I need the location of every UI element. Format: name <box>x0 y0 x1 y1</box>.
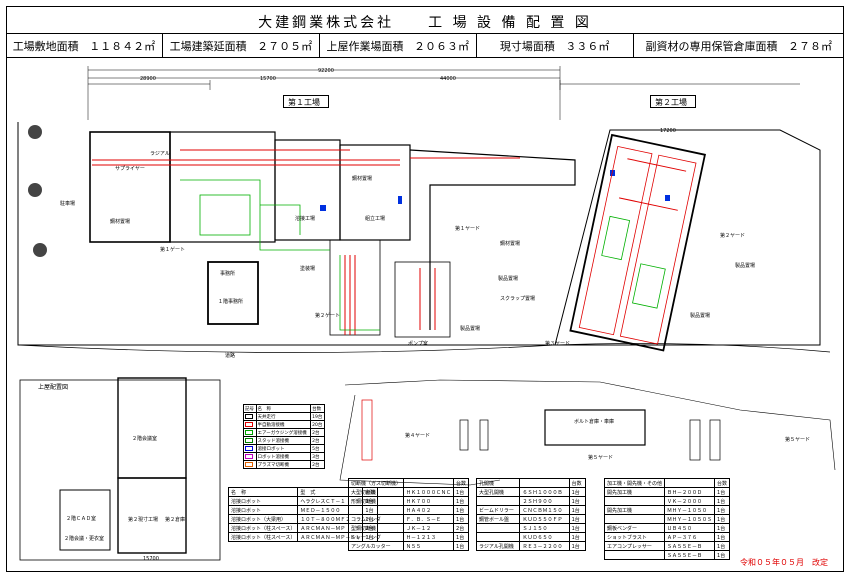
legend-swatch <box>245 445 253 451</box>
stat-fullsize-area: 現寸場面積 ３３６㎡ <box>477 34 634 57</box>
dim-d1: 28900 <box>140 76 156 82</box>
area-changing: ２階会議・更衣室 <box>64 536 105 542</box>
area-material1: 鋼材置場 <box>110 219 131 225</box>
drawing-frame <box>6 6 844 572</box>
area-material3: 鋼材置場 <box>500 241 521 247</box>
upper-floor-title: 上屋配置図 <box>38 384 69 391</box>
yard5-label: 第５ヤード <box>588 455 614 461</box>
area-product1: 製品置場 <box>498 276 519 282</box>
area-welding: 溶接工場 <box>295 216 316 222</box>
yard5b-label: 第５ヤード <box>785 437 811 443</box>
area-assembly: 組立工場 <box>365 216 386 222</box>
area-product4: 製品置場 <box>690 313 711 319</box>
area-supplier: サプライヤー <box>115 166 145 172</box>
area-paint: 塗装場 <box>300 266 316 272</box>
dim-d8: 15700 <box>143 556 159 562</box>
dim-d2: 15700 <box>260 76 276 82</box>
area-office2: １階事務所 <box>218 299 244 305</box>
area-bolt: ボルト倉庫・車庫 <box>574 419 615 425</box>
legend-swatch <box>245 413 253 419</box>
area-product2: 製品置場 <box>460 326 481 332</box>
area-office: 事務所 <box>220 271 236 277</box>
yard1-label: 第１ヤード <box>455 226 481 232</box>
area-product3: 製品置場 <box>735 263 756 269</box>
dim-d3: 44000 <box>440 76 456 82</box>
area-scrap: スクラップ置場 <box>500 296 536 302</box>
plant2-tag: 第２工場 <box>650 95 696 108</box>
stat-roofed-area: 上屋作業場面積 ２０６３㎡ <box>320 34 477 57</box>
area-parking: 駐車場 <box>60 201 76 207</box>
legend-header-symbol: 記号 <box>243 404 257 413</box>
gate2-label: 第２ゲート <box>315 313 341 319</box>
yard3-label: 第３ヤード <box>545 341 571 347</box>
area-pump: ポンプ室 <box>408 341 428 347</box>
plant1-tag: 第１工場 <box>283 95 329 108</box>
legend-header-name: 名 称 <box>255 404 312 413</box>
title-row: 大建鋼業株式会社 工 場 設 備 配 置 図 <box>6 6 844 34</box>
area-meeting: ２階会議室 <box>132 436 158 442</box>
stat-site-area: 工場敷地面積 １１８４２㎡ <box>6 34 163 57</box>
legend-header-count: 台数 <box>310 404 325 413</box>
legend-swatch <box>245 453 253 459</box>
stat-building-area: 工場建築延面積 ２７０５㎡ <box>163 34 320 57</box>
dim-d4: 17200 <box>660 128 676 134</box>
area-fullsize2: 第２現寸工場 <box>128 517 159 523</box>
gate1-label: 第１ゲート <box>160 247 186 253</box>
dim-overall: 92200 <box>318 68 334 74</box>
legend-swatch <box>245 421 253 427</box>
plant2-label: 第２工場 <box>655 98 687 107</box>
yard2-label: 第２ヤード <box>720 233 746 239</box>
area-material2: 鋼材置場 <box>352 176 373 182</box>
area-radial: ラジアル <box>150 151 170 157</box>
legend-swatch <box>245 437 253 443</box>
revision-note: 令和０５年０５月 改定 <box>740 558 828 567</box>
page-title: 大建鋼業株式会社 工 場 設 備 配 置 図 <box>258 15 592 31</box>
legend-swatch <box>245 429 253 435</box>
road-label: 道路 <box>225 353 236 359</box>
yard4-label: 第４ヤード <box>405 433 431 439</box>
area-stats-row: 工場敷地面積 １１８４２㎡ 工場建築延面積 ２７０５㎡ 上屋作業場面積 ２０６３… <box>6 34 844 58</box>
legend-swatch <box>245 461 253 467</box>
area-warehouse2: 第２倉庫 <box>165 517 186 523</box>
stat-warehouse-area: 副資材の専用保管倉庫面積 ２７８㎡ <box>645 39 833 53</box>
plant1-label: 第１工場 <box>288 98 320 107</box>
area-cad: ２階ＣＡＤ室 <box>66 516 97 522</box>
